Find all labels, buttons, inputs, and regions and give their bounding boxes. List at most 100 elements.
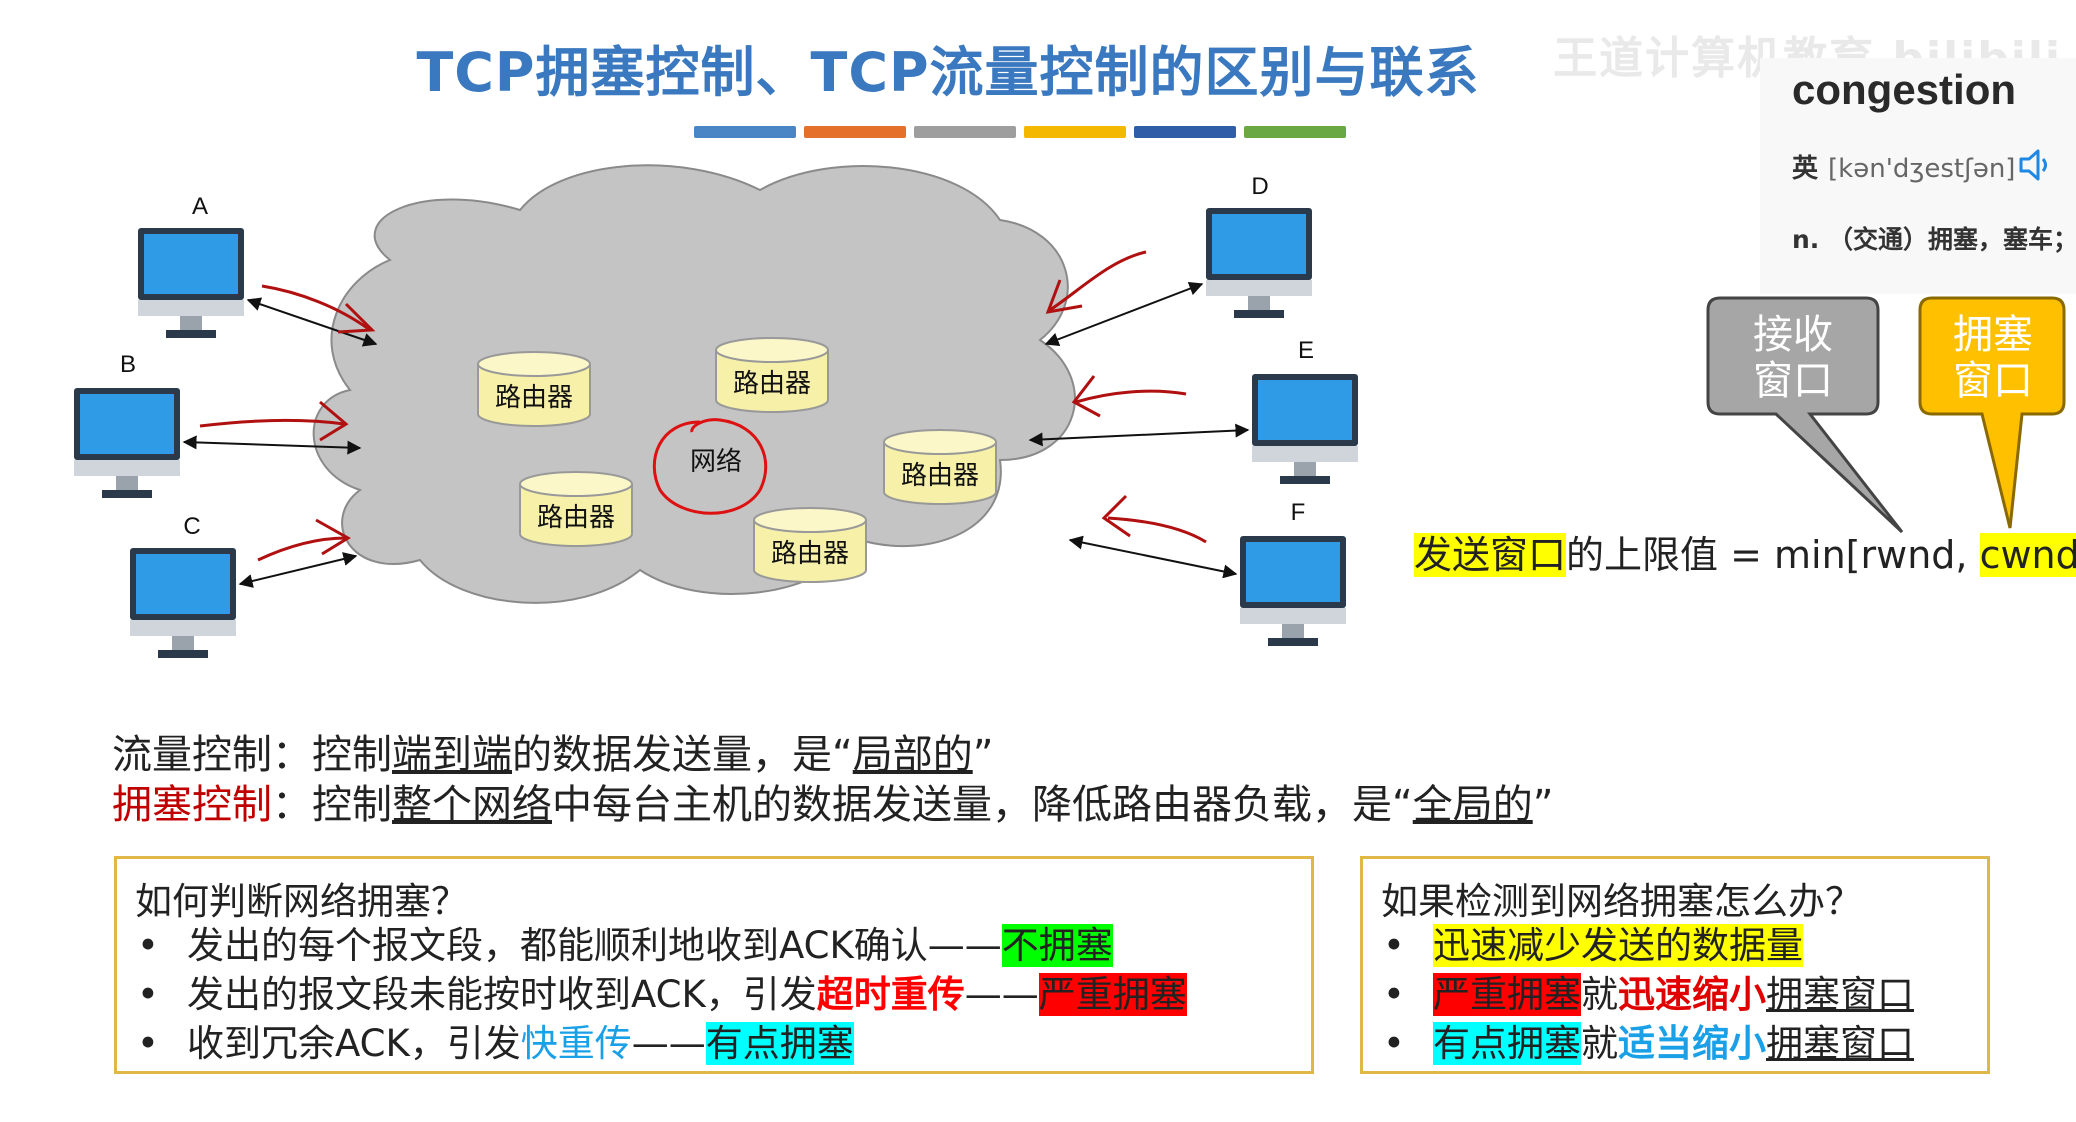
network-label: 网络 [690, 447, 742, 477]
router-label: 路由器 [495, 383, 573, 413]
host-F [1240, 536, 1346, 646]
detect-item-1-text: 发出的每个报文段，都能顺利地收到ACK确认—— [187, 924, 1002, 967]
page-title: TCP拥塞控制、TCP流量控制的区别与联系 [0, 28, 2076, 107]
dictionary-phonetic: 英 [kən'dʒestʃən] [1792, 148, 2047, 185]
congestion-u1: 整个网络 [392, 782, 552, 828]
receive-window-bubble [1706, 296, 1904, 534]
reduce-data-tag: 迅速减少发送的数据量 [1433, 924, 1803, 967]
dictionary-lang: 英 [1792, 154, 1819, 184]
congestion-p1: ：控制 [272, 782, 392, 828]
dictionary-definition: n. （交通）拥塞，塞车； [1792, 225, 2076, 254]
tag-mild-congestion: 有点拥塞 [705, 1022, 854, 1065]
host-A [138, 228, 244, 338]
router-2: 路由器 [715, 337, 829, 413]
title-bar-6 [1244, 126, 1346, 138]
host-C [130, 548, 236, 658]
host-E [1252, 374, 1358, 484]
title-bar-2 [804, 126, 906, 138]
formula-text: 的上限值 = min[rwnd, [1566, 533, 1980, 577]
handle-question: 如果检测到网络拥塞怎么办？ [1381, 880, 1862, 923]
detect-item-2: 发出的报文段未能按时收到ACK，引发超时重传——严重拥塞 [117, 970, 1187, 1019]
detect-item-1: 发出的每个报文段，都能顺利地收到ACK确认——不拥塞 [117, 921, 1187, 970]
phonetic-text: [kən'dʒestʃən] [1828, 154, 2016, 184]
receive-window-label: 接收窗口 [1710, 312, 1876, 404]
title-text: TCP拥塞控制、TCP流量控制的区别与联系 [416, 41, 1480, 104]
formula-cwnd: cwnd [1979, 533, 2076, 577]
flow-p3: ” [972, 732, 994, 778]
tag-no-congestion: 不拥塞 [1001, 924, 1113, 967]
host-label-E: E [1298, 337, 1314, 364]
router-5: 路由器 [753, 507, 867, 583]
title-bar-5 [1134, 126, 1236, 138]
router-1: 路由器 [477, 351, 591, 427]
handle-item-1: 迅速减少发送的数据量 [1363, 921, 1914, 970]
router-label: 路由器 [771, 539, 849, 569]
dash: —— [964, 973, 1039, 1016]
formula-send-window: 发送窗口 [1414, 533, 1567, 577]
title-bar-4 [1024, 126, 1126, 138]
detect-list: 发出的每个报文段，都能顺利地收到ACK确认——不拥塞 发出的报文段未能按时收到A… [117, 921, 1187, 1068]
router-label: 路由器 [537, 503, 615, 533]
congestion-window-label: 拥塞窗口 [1922, 312, 2064, 404]
handle-item-3: 有点拥塞就适当缩小拥塞窗口 [1363, 1019, 1914, 1068]
detect-item-3-text: 收到冗余ACK，引发 [187, 1022, 521, 1065]
handle-item-3-mid: 就 [1581, 1022, 1618, 1065]
router-label: 路由器 [901, 461, 979, 491]
severe-tag: 严重拥塞 [1433, 973, 1581, 1016]
red-circle-annotation [652, 418, 768, 515]
host-label-C: C [183, 513, 200, 540]
tag-severe-congestion: 严重拥塞 [1038, 973, 1187, 1016]
link-arrows [182, 281, 1250, 588]
flow-p1: ：控制 [272, 732, 392, 778]
dictionary-popup: congestion 英 [kən'dʒestʃən] n. （交通）拥塞，塞车； [1760, 58, 2076, 294]
network-diagram: 路由器 路由器 路由器 路由器 路由器 网络 A B C D E F [74, 164, 1358, 658]
flow-control-definition: 流量控制：控制端到端的数据发送量，是“局部的” [112, 722, 993, 780]
congestion-control-definition: 拥塞控制：控制整个网络中每台主机的数据发送量，降低路由器负载，是“全局的” [112, 772, 1553, 830]
flow-u2: 局部的 [852, 732, 973, 778]
receive-line-2: 窗口 [1753, 358, 1833, 404]
handle-item-2-mid: 就 [1581, 973, 1618, 1016]
network-cloud [312, 164, 1076, 604]
host-label-A: A [192, 193, 208, 220]
dash: —— [631, 1022, 706, 1065]
detect-item-2-text: 发出的报文段未能按时收到ACK，引发 [187, 973, 817, 1016]
title-bar-1 [694, 126, 796, 138]
flow-p2: 的数据发送量，是“ [512, 732, 853, 778]
detect-question: 如何判断网络拥塞？ [135, 880, 468, 923]
detect-item-3: 收到冗余ACK，引发快重传——有点拥塞 [117, 1019, 1187, 1068]
congestion-label: 拥塞控制 [112, 782, 272, 828]
congestion-window-2: 拥塞窗口 [1766, 973, 1914, 1016]
host-label-F: F [1291, 499, 1306, 526]
title-color-bars [694, 126, 1346, 138]
congestion-line-1: 拥塞 [1953, 312, 2033, 358]
speaker-icon[interactable] [2018, 148, 2050, 182]
handle-list: 迅速减少发送的数据量 严重拥塞就迅速缩小拥塞窗口 有点拥塞就适当缩小拥塞窗口 [1363, 921, 1914, 1068]
handle-congestion-box: 如果检测到网络拥塞怎么办？ 迅速减少发送的数据量 严重拥塞就迅速缩小拥塞窗口 有… [1360, 856, 1990, 1074]
handle-item-2: 严重拥塞就迅速缩小拥塞窗口 [1363, 970, 1914, 1019]
router-label: 路由器 [733, 369, 811, 399]
timeout-retransmit: 超时重传 [816, 973, 965, 1016]
congestion-window-3: 拥塞窗口 [1766, 1022, 1914, 1065]
congestion-window-bubble [1918, 296, 2066, 529]
flow-u1: 端到端 [392, 732, 512, 778]
title-bar-3 [914, 126, 1016, 138]
router-3: 路由器 [883, 429, 997, 505]
detect-congestion-box: 如何判断网络拥塞？ 发出的每个报文段，都能顺利地收到ACK确认——不拥塞 发出的… [114, 856, 1314, 1074]
host-B [74, 388, 180, 498]
congestion-p3: ” [1532, 782, 1554, 828]
congestion-line-2: 窗口 [1953, 358, 2033, 404]
moderate-shrink: 适当缩小 [1618, 1022, 1766, 1065]
rapid-shrink: 迅速缩小 [1618, 973, 1766, 1016]
congestion-p2: 中每台主机的数据发送量，降低路由器负载，是“ [552, 782, 1413, 828]
host-D [1206, 208, 1312, 318]
router-4: 路由器 [519, 471, 633, 547]
window-bubbles [1706, 296, 2066, 534]
dictionary-word: congestion [1792, 66, 2017, 113]
red-arrow-annotations [199, 250, 1207, 562]
receive-line-1: 接收 [1753, 312, 1833, 358]
host-label-D: D [1251, 173, 1268, 200]
fast-retransmit: 快重传 [520, 1022, 632, 1065]
mild-tag: 有点拥塞 [1433, 1022, 1581, 1065]
flow-label: 流量控制 [112, 732, 272, 778]
send-window-formula: 发送窗口的上限值 = min[rwnd, cwnd] [1414, 524, 2076, 579]
